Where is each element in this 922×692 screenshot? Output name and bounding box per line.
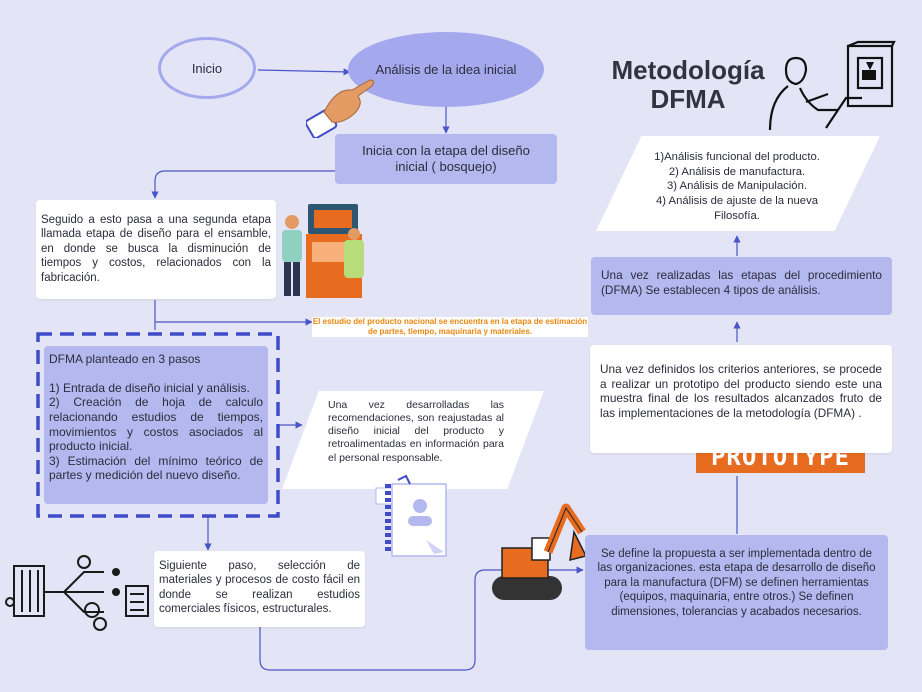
person-laptop-3dprinter-icon: [768, 40, 896, 131]
title-line-2: DFMA: [650, 83, 726, 114]
prototipo-box: Una vez definidos los criterios anterior…: [590, 345, 892, 453]
segunda-etapa-box: Seguido a esto pasa a una segunda etapa …: [36, 200, 276, 299]
siguiente-paso-box: Siguiente paso, selección de materiales …: [154, 551, 365, 627]
propuesta-text: Se define la propuesta a ser implementad…: [597, 548, 876, 618]
dfma-paso-1: 1) Entrada de diseño inicial y análisis.: [49, 380, 250, 395]
inicio-oval: Inicio: [158, 37, 256, 99]
analisis-idea-oval: Análisis de la idea inicial: [348, 32, 544, 107]
analisis-item-3: 3) Análisis de Manipulación.: [666, 180, 808, 193]
page-title: Metodología DFMA: [598, 56, 778, 113]
etapa-diseno-text: Inicia con la etapa del diseño inicial (…: [362, 143, 530, 175]
analisis-item-1: 1)Análisis funcional del producto.: [654, 151, 820, 163]
segunda-etapa-text: Seguido a esto pasa a una segunda etapa …: [41, 214, 271, 284]
recomendaciones-shape: [282, 391, 544, 489]
etapa-diseno-box: Inicia con la etapa del diseño inicial (…: [335, 134, 557, 184]
process-gears-icon: [5, 555, 149, 631]
dfma-pasos-heading: DFMA planteado en 3 pasos: [49, 352, 201, 366]
dfma-paso-3: 3) Estimación del mínimo teórico de part…: [49, 453, 263, 483]
estudio-nacional-line1: El estudio del producto nacional se encu…: [312, 317, 588, 326]
workers-machine-icon: [282, 204, 364, 298]
prototipo-text: Una vez definidos los criterios anterior…: [600, 362, 882, 421]
pointing-hand-icon: [306, 79, 375, 138]
inicio-label: Inicio: [191, 60, 223, 76]
dfma-pasos-box: DFMA planteado en 3 pasos 1) Entrada de …: [44, 346, 268, 504]
estudio-nacional-line2: de partes, tiempo, maquinaria y material…: [367, 327, 533, 336]
estudio-nacional-note: El estudio del producto nacional se encu…: [312, 317, 588, 337]
title-line-1: Metodología: [611, 55, 765, 85]
siguiente-paso-text: Siguiente paso, selección de materiales …: [159, 560, 360, 616]
analisis-idea-label: Análisis de la idea inicial: [375, 62, 517, 77]
tipos-analisis-text: Una vez realizadas las etapas del proced…: [601, 268, 882, 297]
document-checklist-icon: [375, 474, 447, 557]
tipos-analisis-box: Una vez realizadas las etapas del proced…: [591, 257, 892, 315]
recomendaciones-text: Una vez desarrolladas las recomendacione…: [328, 399, 504, 464]
analisis-item-4: 4) Análisis de ajuste de la nueva Filoso…: [655, 195, 819, 222]
analisis-lista: 1)Análisis funcional del producto. 2) An…: [642, 150, 832, 223]
dashed-frame: [36, 332, 280, 518]
analisis-item-2: 2) Análisis de manufactura.: [668, 165, 806, 178]
propuesta-box: Se define la propuesta a ser implementad…: [585, 535, 888, 650]
analisis-lista-shape: [596, 136, 880, 231]
excavator-icon: [492, 503, 586, 600]
dfma-paso-2: 2) Creación de hoja de calculo relaciona…: [49, 395, 263, 454]
